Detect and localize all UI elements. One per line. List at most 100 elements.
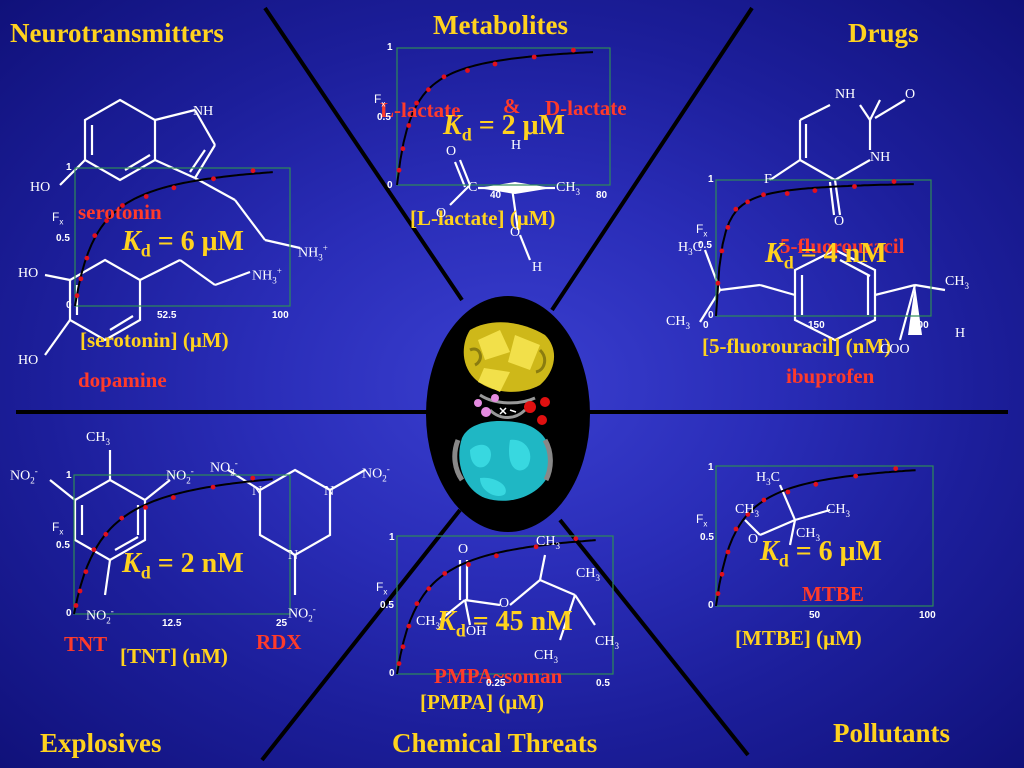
title-explosives: Explosives xyxy=(40,728,162,758)
atom-label: CH3 xyxy=(666,314,690,331)
title-chemical-threats: Chemical Threats xyxy=(392,728,598,758)
x-tick-label: 52.5 xyxy=(157,310,177,321)
divider-diag-tr xyxy=(550,6,754,312)
atom-label: NO2- xyxy=(86,606,114,626)
atom-label: HO xyxy=(18,353,39,368)
x-tick-label: 300 xyxy=(912,320,929,331)
atom-label: NO2- xyxy=(210,458,238,478)
atom-label: CH3 xyxy=(416,614,440,631)
title-pollutants: Pollutants xyxy=(833,718,951,748)
label-serotonin: serotonin xyxy=(78,200,162,224)
data-point xyxy=(250,168,256,174)
y-tick-label: 0 xyxy=(387,180,393,191)
xlabel-neuro: [serotonin] (μM) xyxy=(80,328,229,352)
xlabel-drugs: [5-fluorouracil] (nM) xyxy=(702,334,892,358)
data-point xyxy=(74,293,80,298)
divider-diag-br xyxy=(558,518,750,757)
data-point xyxy=(92,233,98,239)
atom-label: NO2- xyxy=(288,604,316,624)
atom-label: O xyxy=(905,87,916,102)
divider-diag-bl xyxy=(260,508,462,762)
data-point xyxy=(533,544,539,550)
y-tick-label: 0 xyxy=(66,300,72,311)
atom-label: O xyxy=(446,144,457,159)
y-tick-label: 0.5 xyxy=(377,112,391,123)
data-point xyxy=(143,194,149,199)
data-point xyxy=(171,495,176,500)
atom-label: CH3 xyxy=(576,566,600,583)
xlabel-metab: [L-lactate] (μM) xyxy=(410,206,556,230)
data-point xyxy=(442,571,448,576)
atom-label: O xyxy=(834,214,845,229)
data-point xyxy=(119,515,125,521)
atom-label: HO xyxy=(30,180,51,195)
x-tick-label: 0 xyxy=(703,320,709,331)
y-axis-label: Fx xyxy=(376,580,388,597)
chart-frame-explo xyxy=(73,474,291,615)
x-tick-label: 100 xyxy=(272,310,289,321)
data-point xyxy=(210,484,216,490)
data-point xyxy=(492,61,498,67)
y-axis-label: Fx xyxy=(52,210,64,227)
data-point xyxy=(84,255,90,261)
atom-label: N xyxy=(324,484,335,499)
data-point xyxy=(812,188,818,194)
chart-frame-drugs xyxy=(715,179,932,317)
atom-label: CH3 xyxy=(945,274,969,291)
xlabel-chem: [PMPA] (μM) xyxy=(420,690,545,714)
data-point xyxy=(715,591,721,596)
data-point xyxy=(784,191,790,196)
y-axis-label: Fx xyxy=(374,92,386,109)
x-tick-label: 25 xyxy=(276,618,288,629)
x-tick-label: 0.5 xyxy=(596,678,610,689)
atom-label: CH3 xyxy=(536,534,560,551)
x-tick-label: 12.5 xyxy=(162,618,182,629)
kd-explo: Kd = 2 nM xyxy=(122,548,244,583)
data-point xyxy=(396,167,402,173)
ibuprofen-wedge xyxy=(908,285,922,335)
label-5-fluorouracil: 5-fluorouracil xyxy=(780,234,905,258)
data-point xyxy=(494,553,499,559)
atom-label: COO xyxy=(880,342,910,357)
atom-label: CH3 xyxy=(556,180,580,197)
atom-label: NH3+ xyxy=(252,266,282,286)
chart-frame-poll xyxy=(715,465,934,607)
label-ampersand: & xyxy=(503,94,521,118)
data-point xyxy=(426,586,432,592)
data-point xyxy=(719,248,725,254)
atom-label: NO2- xyxy=(10,466,38,486)
data-point xyxy=(103,531,109,537)
y-tick-label: 0.5 xyxy=(700,532,714,543)
atom-label: NH3+ xyxy=(298,243,328,263)
data-point xyxy=(719,571,725,577)
data-point xyxy=(891,179,897,184)
data-point xyxy=(396,661,402,666)
x-tick-label: 0.25 xyxy=(486,678,506,689)
atom-label: H3C xyxy=(756,470,780,487)
data-point xyxy=(725,549,731,555)
atom-label: NO2- xyxy=(362,464,390,484)
atom-label: H3C xyxy=(678,240,702,257)
data-point xyxy=(211,176,216,182)
data-point xyxy=(465,68,470,73)
y-tick-label: 1 xyxy=(708,174,714,185)
data-point xyxy=(853,473,859,479)
data-point xyxy=(73,603,79,608)
data-point xyxy=(715,280,721,286)
label-ibuprofen: ibuprofen xyxy=(786,364,875,388)
atom-label: O xyxy=(499,596,510,611)
y-axis-label: Fx xyxy=(52,520,64,537)
label-l-lactate: L-lactate xyxy=(380,98,461,122)
xlabel-poll: [MTBE] (μM) xyxy=(735,626,862,650)
data-point xyxy=(573,536,579,542)
x-tick-label: 80 xyxy=(596,190,608,201)
data-point xyxy=(414,601,420,606)
label-mtbe: MTBE xyxy=(802,582,864,606)
kd-drugs: Kd = 4 nM xyxy=(765,238,887,273)
atom-label: N xyxy=(252,484,263,499)
y-tick-label: 1 xyxy=(387,42,393,53)
atom-label: CH3 xyxy=(796,526,820,543)
x-tick-label: 150 xyxy=(808,320,825,331)
